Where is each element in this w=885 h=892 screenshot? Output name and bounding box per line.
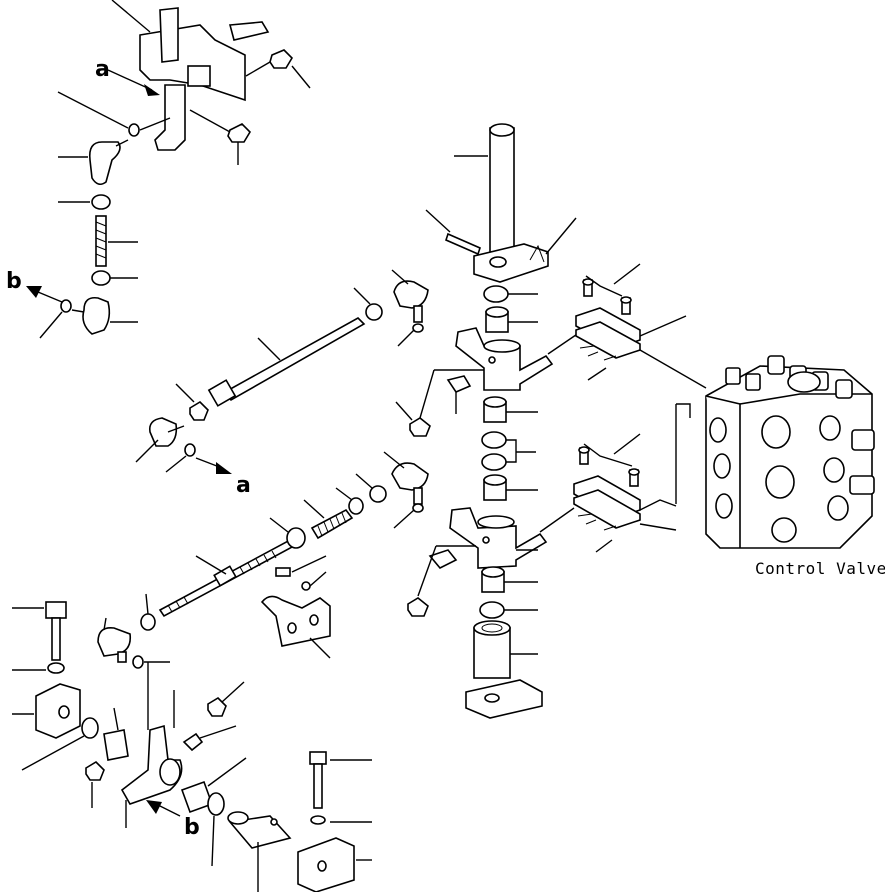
lever-bracket-assembly — [111, 0, 270, 151]
control-valve-caption: Control Valve — [755, 559, 885, 578]
plate-kit-lower — [573, 433, 677, 553]
callout-b-bottom: b — [184, 815, 200, 840]
lower-linkage-rod — [158, 538, 296, 618]
callout-a-bottom: a — [236, 473, 251, 498]
callout-b-left: b — [6, 269, 22, 294]
plate-kit-upper — [575, 263, 707, 389]
center-shaft-column — [395, 123, 593, 719]
callout-a-top: a — [95, 57, 110, 82]
upper-linkage-rod — [207, 317, 366, 407]
control-valve-body — [705, 355, 875, 549]
